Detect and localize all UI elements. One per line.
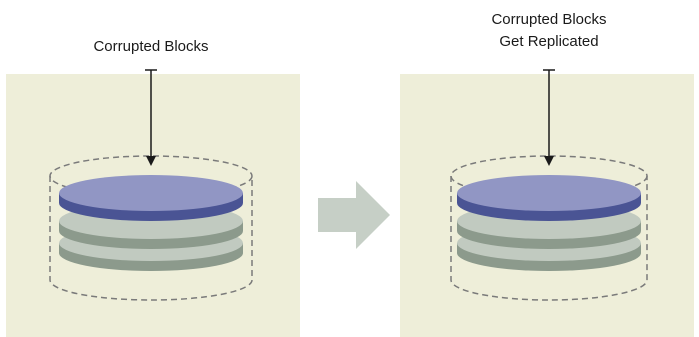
right-arrow-icon bbox=[318, 181, 390, 249]
right-caption-line1: Corrupted Blocks bbox=[491, 11, 607, 28]
left-disk-top bbox=[59, 175, 243, 221]
right-down-arrow-icon bbox=[543, 69, 555, 166]
right-disk-stack-icon bbox=[450, 69, 648, 301]
left-caption: Corrupted Blocks bbox=[93, 38, 209, 55]
right-caption: Corrupted Blocks Get Replicated bbox=[434, 9, 664, 53]
right-caption-line2: Get Replicated bbox=[499, 33, 599, 50]
left-down-arrow-icon bbox=[145, 69, 157, 166]
left-dashed-cylinder bbox=[49, 176, 253, 301]
right-disk-top bbox=[457, 175, 641, 221]
left-disk-stack-icon bbox=[49, 69, 253, 301]
